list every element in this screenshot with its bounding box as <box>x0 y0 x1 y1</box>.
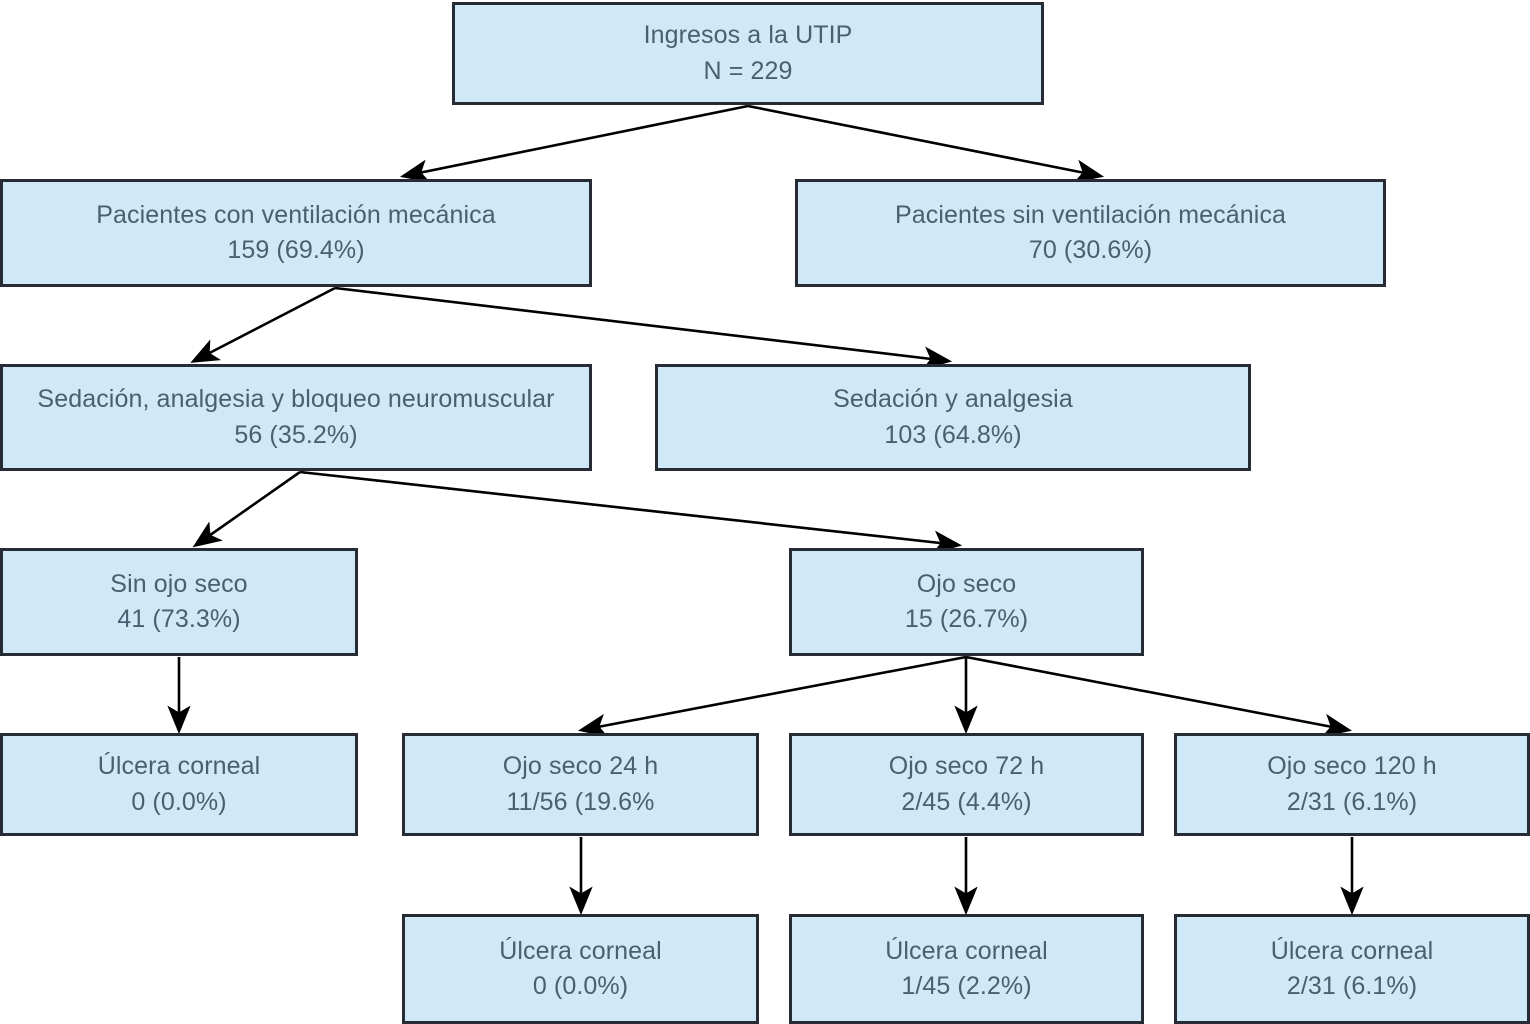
node-value: 1/45 (2.2%) <box>901 972 1032 1000</box>
node-sedation-analgesia[interactable]: Sedación y analgesia 103 (64.8%) <box>655 364 1251 471</box>
node-label: Sedación y analgesia <box>833 385 1073 413</box>
edge-dry-eye-to-120h <box>965 655 1353 737</box>
node-without-mv[interactable]: Pacientes sin ventilación mecánica 70 (30… <box>795 179 1386 287</box>
node-dry-eye-120h[interactable]: Ojo seco 120 h 2/31 (6.1%) <box>1174 733 1530 836</box>
node-value: 103 (64.8%) <box>884 420 1022 449</box>
node-value: 70 (30.6%) <box>1028 236 1153 264</box>
node-value: 56 (35.2%) <box>234 420 358 449</box>
node-label: Ingresos a la UTIP <box>643 21 853 49</box>
node-label: Ojo seco 24 h <box>502 752 659 780</box>
edge-admissions-to-with-mv <box>399 104 749 183</box>
node-dry-eye-24h[interactable]: Ojo seco 24 h 11/56 (19.6% <box>402 733 759 836</box>
node-label: Úlcera corneal <box>97 752 261 780</box>
node-corneal-ulcer-no-dry-eye[interactable]: Úlcera corneal 0 (0.0%) <box>0 733 358 836</box>
node-dry-eye-72h[interactable]: Ojo seco 72 h 2/45 (4.4%) <box>789 733 1144 836</box>
edge-sedation-nmb-to-dry-eye <box>299 470 963 554</box>
node-corneal-ulcer-120h[interactable]: Úlcera corneal 2/31 (6.1%) <box>1174 914 1530 1024</box>
node-value: N = 229 <box>703 56 793 85</box>
node-label: Úlcera corneal <box>885 936 1048 965</box>
node-dry-eye[interactable]: Ojo seco 15 (26.7%) <box>789 548 1144 656</box>
node-label: Sin ojo seco <box>110 569 248 598</box>
node-label: Ojo seco 120 h <box>1267 752 1437 780</box>
node-label: Pacientes sin ventilación mecánica <box>894 200 1287 229</box>
node-value: 11/56 (19.6% <box>506 787 655 816</box>
node-label: Sedación, analgesia y bloqueo neuromuscu… <box>37 385 555 413</box>
node-value: 41 (73.3%) <box>117 605 241 633</box>
node-value: 159 (69.4%) <box>227 236 365 264</box>
edge-dry-eye-to-24h <box>577 655 967 737</box>
node-value: 0 (0.0%) <box>532 972 629 1000</box>
edge-admissions-to-without-mv <box>747 104 1105 183</box>
node-value: 2/31 (6.1%) <box>1286 972 1418 1000</box>
node-corneal-ulcer-72h[interactable]: Úlcera corneal 1/45 (2.2%) <box>789 914 1144 1024</box>
node-label: Úlcera corneal <box>499 936 662 965</box>
node-value: 2/31 (6.1%) <box>1286 787 1418 816</box>
node-admissions[interactable]: Ingresos a la UTIP N = 229 <box>452 2 1044 105</box>
edge-with-mv-to-sedation-analgesia <box>334 286 953 370</box>
node-corneal-ulcer-24h[interactable]: Úlcera corneal 0 (0.0%) <box>402 914 759 1024</box>
node-value: 2/45 (4.4%) <box>901 787 1032 816</box>
node-label: Pacientes con ventilación mecánica <box>96 200 496 229</box>
edge-with-mv-to-sedation-nmb <box>190 286 336 363</box>
node-no-dry-eye[interactable]: Sin ojo seco 41 (73.3%) <box>0 548 358 656</box>
node-sedation-nmb[interactable]: Sedación, analgesia y bloqueo neuromuscu… <box>0 364 592 471</box>
node-value: 0 (0.0%) <box>131 787 227 816</box>
node-label: Úlcera corneal <box>1270 936 1434 965</box>
edge-sedation-nmb-to-no-dry-eye <box>192 470 301 548</box>
node-label: Ojo seco 72 h <box>888 752 1045 780</box>
node-label: Ojo seco <box>916 569 1017 598</box>
node-value: 15 (26.7%) <box>904 605 1029 633</box>
node-with-mv[interactable]: Pacientes con ventilación mecánica 159 (6… <box>0 179 592 287</box>
